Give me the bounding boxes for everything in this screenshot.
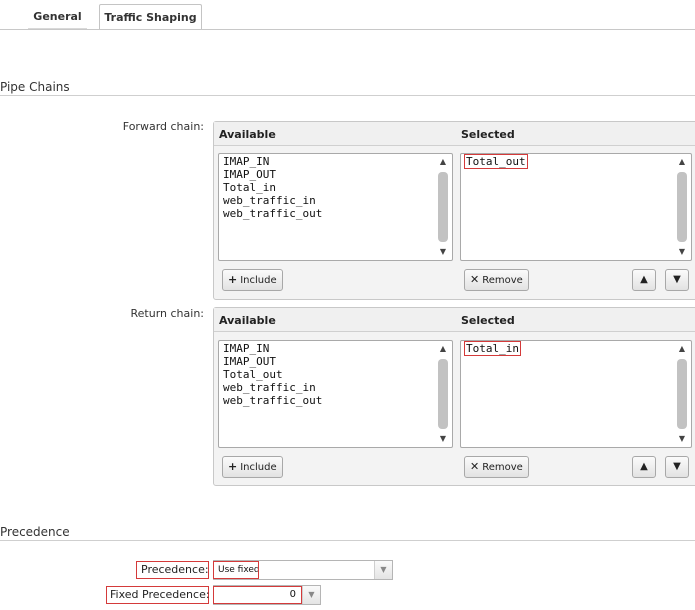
tab-general[interactable]: General: [28, 4, 87, 30]
return-chain-panel: Available Selected IMAP_IN IMAP_OUT Tota…: [213, 307, 695, 486]
list-item[interactable]: web_traffic_in: [223, 381, 316, 394]
tab-divider: [0, 29, 695, 30]
fixed-precedence-label: Fixed Precedence:: [110, 588, 210, 601]
plus-icon: +: [228, 460, 238, 473]
scroll-up-icon[interactable]: ▲: [678, 344, 686, 353]
chevron-down-icon: ▼: [673, 274, 681, 285]
include-label: Include: [240, 275, 277, 286]
precedence-label: Precedence:: [141, 563, 209, 576]
chevron-down-icon: ▼: [673, 461, 681, 472]
precedence-value: Use fixed: [218, 565, 260, 575]
remove-button[interactable]: ✕Remove: [464, 269, 529, 291]
list-item[interactable]: Total_in: [223, 181, 276, 194]
scroll-up-icon[interactable]: ▲: [439, 157, 447, 166]
forward-chain-label: Forward chain:: [122, 120, 204, 133]
remove-label: Remove: [482, 275, 523, 286]
plus-icon: +: [228, 273, 238, 286]
fixed-precedence-value-highlight: [213, 586, 302, 604]
panel-header: Available Selected: [214, 308, 695, 332]
move-down-button[interactable]: ▼: [665, 269, 689, 291]
precedence-value-highlight: [213, 561, 259, 579]
move-up-button[interactable]: ▲: [632, 269, 656, 291]
selected-list-item[interactable]: Total_out: [464, 154, 528, 169]
section-title-precedence: Precedence: [0, 525, 70, 539]
forward-available-list[interactable]: IMAP_IN IMAP_OUT Total_in web_traffic_in…: [218, 153, 453, 261]
list-item[interactable]: web_traffic_out: [223, 207, 323, 220]
tab-traffic-shaping[interactable]: Traffic Shaping: [99, 4, 202, 30]
chevron-down-icon[interactable]: ▼: [374, 561, 392, 579]
panel-header: Available Selected: [214, 122, 695, 146]
selected-list-item[interactable]: Total_in: [464, 341, 521, 356]
selected-header: Selected: [461, 128, 515, 141]
list-item[interactable]: IMAP_OUT: [223, 355, 276, 368]
fixed-precedence-label-highlight: [106, 586, 209, 604]
list-item[interactable]: Total_out: [223, 368, 283, 381]
chevron-up-icon: ▲: [640, 274, 648, 285]
scroll-thumb[interactable]: [677, 172, 687, 242]
list-item[interactable]: web_traffic_out: [223, 394, 323, 407]
scroll-up-icon[interactable]: ▲: [439, 344, 447, 353]
scrollbar[interactable]: ▲ ▼: [436, 156, 450, 258]
include-button[interactable]: +Include: [222, 456, 283, 478]
include-label: Include: [240, 462, 277, 473]
fixed-precedence-value: 0: [289, 589, 296, 600]
available-header: Available: [219, 128, 276, 141]
return-selected-list[interactable]: Total_in ▲ ▼: [460, 340, 692, 448]
section-divider: [0, 540, 695, 541]
list-item[interactable]: IMAP_IN: [223, 155, 270, 168]
scroll-up-icon[interactable]: ▲: [678, 157, 686, 166]
chevron-down-icon[interactable]: ▼: [302, 586, 320, 604]
forward-chain-panel: Available Selected IMAP_IN IMAP_OUT Tota…: [213, 121, 695, 300]
available-header: Available: [219, 314, 276, 327]
scroll-thumb[interactable]: [438, 359, 448, 429]
remove-label: Remove: [482, 462, 523, 473]
scroll-down-icon[interactable]: ▼: [439, 247, 447, 256]
scrollbar[interactable]: ▲ ▼: [675, 156, 689, 258]
move-down-button[interactable]: ▼: [665, 456, 689, 478]
forward-selected-list[interactable]: Total_out ▲ ▼: [460, 153, 692, 261]
remove-button[interactable]: ✕Remove: [464, 456, 529, 478]
x-icon: ✕: [470, 460, 480, 473]
scroll-down-icon[interactable]: ▼: [678, 434, 686, 443]
list-item[interactable]: IMAP_OUT: [223, 168, 276, 181]
return-chain-label: Return chain:: [130, 307, 205, 320]
x-icon: ✕: [470, 273, 480, 286]
scroll-thumb[interactable]: [438, 172, 448, 242]
move-up-button[interactable]: ▲: [632, 456, 656, 478]
return-available-list[interactable]: IMAP_IN IMAP_OUT Total_out web_traffic_i…: [218, 340, 453, 448]
scroll-down-icon[interactable]: ▼: [439, 434, 447, 443]
list-item[interactable]: IMAP_IN: [223, 342, 270, 355]
chevron-up-icon: ▲: [640, 461, 648, 472]
include-button[interactable]: +Include: [222, 269, 283, 291]
section-title-pipe-chains: Pipe Chains: [0, 80, 70, 94]
scroll-down-icon[interactable]: ▼: [678, 247, 686, 256]
precedence-label-highlight: [136, 561, 209, 579]
section-divider: [0, 95, 695, 96]
scrollbar[interactable]: ▲ ▼: [675, 343, 689, 445]
scroll-thumb[interactable]: [677, 359, 687, 429]
scrollbar[interactable]: ▲ ▼: [436, 343, 450, 445]
selected-header: Selected: [461, 314, 515, 327]
list-item[interactable]: web_traffic_in: [223, 194, 316, 207]
